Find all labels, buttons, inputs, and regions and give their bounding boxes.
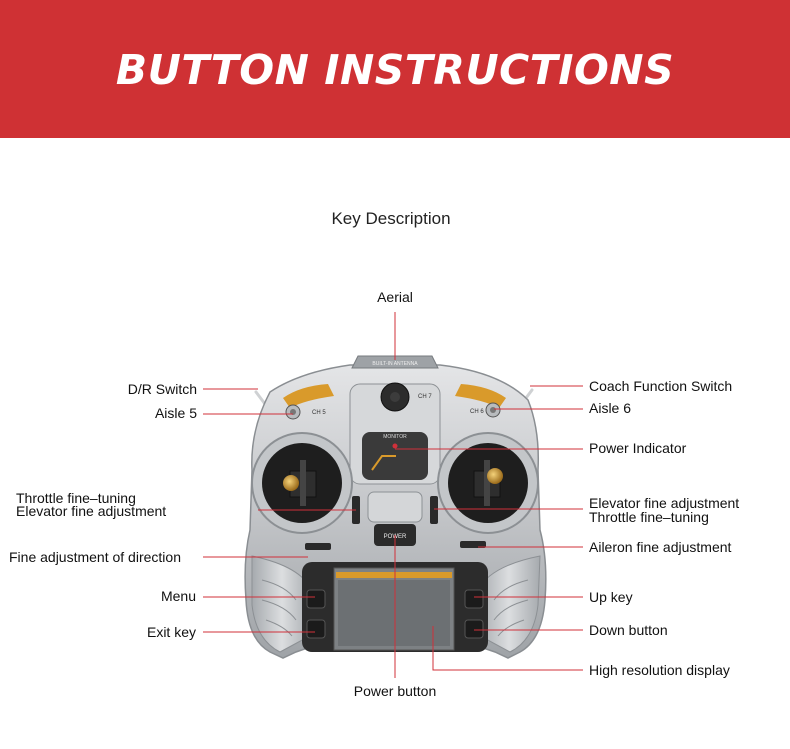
left-stick-knob-icon: [283, 475, 299, 491]
label-elevator-fine-left: Elevator fine adjustment: [16, 503, 167, 519]
leader-display: [432, 626, 583, 671]
label-up-key: Up key: [589, 589, 633, 605]
antenna-housing: [351, 355, 439, 369]
down-key-icon: [464, 619, 484, 639]
label-aileron-fine: Aileron fine adjustment: [589, 539, 732, 555]
label-direction-fine: Fine adjustment of direction: [9, 549, 181, 565]
ch6-text: CH 6: [470, 409, 484, 415]
power-cover: [367, 491, 423, 523]
label-exit-key: Exit key: [146, 624, 196, 640]
right-shoulder-plate: [455, 384, 506, 408]
label-down-button: Down button: [589, 622, 668, 638]
left-shoulder-plate: [283, 384, 334, 408]
monitor-text: MONITOR: [383, 434, 407, 440]
label-elevator-fine-right: Elevator fine adjustment: [589, 495, 740, 511]
ch5-text: CH 5: [312, 410, 326, 416]
right-horizontal-trim-icon: [460, 541, 486, 548]
title-banner: BUTTON INSTRUCTIONS: [0, 0, 790, 138]
menu-key-icon: [306, 589, 326, 609]
antenna-text: BUILT-IN ANTENNA: [372, 361, 418, 367]
ch7-text: CH 7: [418, 394, 432, 400]
label-aisle5: Aisle 5: [154, 405, 197, 421]
diagram-subtitle: Key Description: [331, 209, 451, 228]
label-dr-switch: D/R Switch: [127, 381, 197, 397]
label-aerial: Aerial: [377, 289, 413, 305]
label-menu: Menu: [160, 588, 196, 604]
left-horizontal-trim-icon: [305, 543, 331, 550]
banner-title: BUTTON INSTRUCTIONS: [115, 46, 675, 94]
label-power-indicator: Power Indicator: [589, 440, 687, 456]
exit-key-icon: [306, 619, 326, 639]
label-display: High resolution display: [589, 662, 730, 678]
power-indicator-icon: [392, 443, 398, 449]
right-vertical-trim-icon: [430, 496, 438, 524]
label-coach-switch: Coach Function Switch: [589, 378, 733, 394]
leader-lines: [203, 312, 583, 678]
up-key-icon: [464, 589, 484, 609]
label-aisle6: Aisle 6: [589, 400, 632, 416]
label-throttle-fine-left: Throttle fine–tuning: [16, 490, 136, 506]
label-power-button: Power button: [353, 683, 437, 699]
label-throttle-fine-right: Throttle fine–tuning: [589, 509, 709, 525]
right-stick-knob-icon: [487, 468, 503, 484]
